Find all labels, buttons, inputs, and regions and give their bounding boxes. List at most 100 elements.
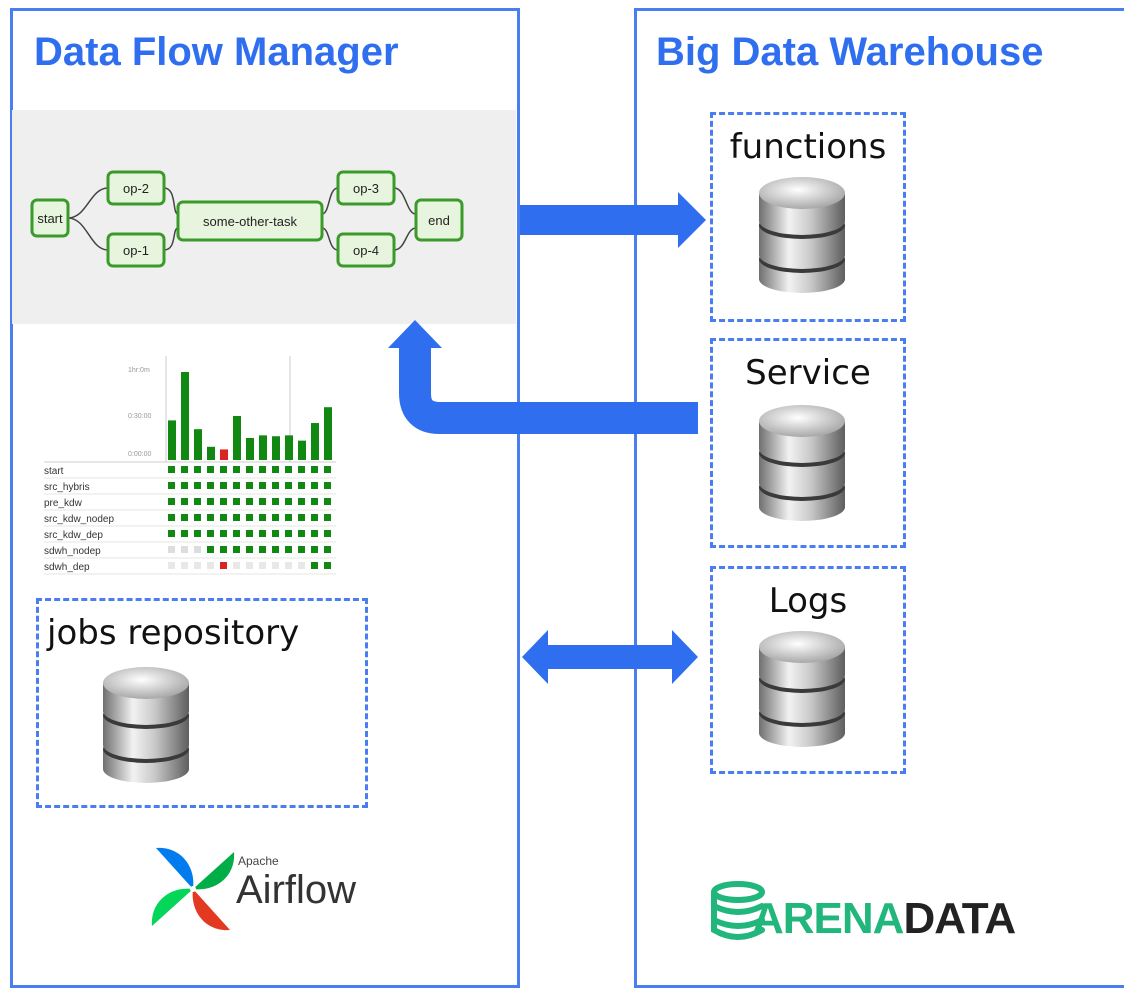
tree-status-square <box>194 498 201 505</box>
tree-status-square <box>259 546 266 553</box>
tree-status-square <box>168 562 175 569</box>
tree-status-square <box>220 530 227 537</box>
tree-status-square <box>168 530 175 537</box>
tree-status-square <box>298 482 305 489</box>
tree-status-square <box>168 466 175 473</box>
tree-status-square <box>311 466 318 473</box>
tree-status-square <box>272 514 279 521</box>
tree-duration-bar <box>259 435 267 460</box>
tree-status-square <box>285 546 292 553</box>
tree-status-square <box>285 562 292 569</box>
tree-status-square <box>207 562 214 569</box>
tree-status-square <box>207 466 214 473</box>
tree-status-square <box>220 498 227 505</box>
tree-duration-bar <box>207 446 215 460</box>
tree-status-square <box>194 466 201 473</box>
tree-status-square <box>246 514 253 521</box>
airflow-logo-small: Apache <box>238 854 279 868</box>
tree-status-square <box>246 482 253 489</box>
tree-status-square <box>207 514 214 521</box>
tree-status-square <box>207 482 214 489</box>
tree-status-square <box>272 530 279 537</box>
tree-status-square <box>311 514 318 521</box>
tree-duration-bar <box>194 429 202 460</box>
tree-status-square <box>233 498 240 505</box>
tree-task-label: start <box>44 466 64 477</box>
dag-graph: start op-2 op-1 some-other-task op-3 op-… <box>12 110 516 324</box>
tree-status-square <box>168 482 175 489</box>
tree-status-square <box>298 530 305 537</box>
tree-status-square <box>246 562 253 569</box>
tree-status-square <box>233 466 240 473</box>
tree-status-square <box>246 498 253 505</box>
airflow-pinwheel-icon <box>151 847 235 931</box>
functions-label: functions <box>729 127 887 167</box>
tree-status-square <box>194 482 201 489</box>
tree-duration-bar <box>246 438 254 460</box>
tree-duration-bar <box>311 423 319 460</box>
tree-status-square <box>285 530 292 537</box>
tree-status-square <box>285 482 292 489</box>
tree-status-square <box>246 530 253 537</box>
tree-status-square <box>181 498 188 505</box>
arenadata-logo-part1: ARENA <box>752 894 904 943</box>
tree-task-label: src_hybris <box>44 482 90 493</box>
arenadata-logo-part2: DATA <box>903 894 1016 943</box>
airflow-logo-big: Airflow <box>236 868 357 912</box>
tree-task-label: pre_kdw <box>44 498 83 509</box>
tree-status-square <box>324 466 331 473</box>
tree-status-square <box>233 562 240 569</box>
panel-title-big-data-warehouse: Big Data Warehouse <box>656 30 1044 74</box>
tree-status-square <box>311 546 318 553</box>
tree-duration-bar <box>220 449 228 460</box>
tree-duration-bar <box>181 372 189 460</box>
tree-status-square <box>285 498 292 505</box>
tree-status-square <box>324 530 331 537</box>
tree-status-square <box>298 498 305 505</box>
tree-duration-bar <box>272 436 280 460</box>
tree-status-square <box>194 530 201 537</box>
tree-status-square <box>272 466 279 473</box>
tree-status-square <box>259 514 266 521</box>
svg-text:0:30:00: 0:30:00 <box>128 413 151 420</box>
tree-status-square <box>233 482 240 489</box>
tree-status-square <box>220 546 227 553</box>
functions-box: functions <box>710 112 906 322</box>
tree-status-square <box>194 514 201 521</box>
tree-status-square <box>181 530 188 537</box>
tree-task-label: sdwh_dep <box>44 562 90 573</box>
functions-database-icon <box>755 173 849 302</box>
tree-status-square <box>259 482 266 489</box>
tree-status-square <box>168 498 175 505</box>
tree-duration-bar <box>298 440 306 460</box>
dag-node-op-2: op-2 <box>123 181 149 196</box>
tree-status-square <box>220 514 227 521</box>
logs-label: Logs <box>768 581 848 621</box>
tree-status-square <box>181 546 188 553</box>
tree-status-square <box>246 466 253 473</box>
arenadata-logo: ARENADATA <box>704 880 1104 950</box>
tree-duration-bar <box>324 407 332 460</box>
logs-box: Logs <box>710 566 906 774</box>
tree-view-svg: 1hr:0m 0:30:00 0:00:00 startsrc_hybrispr… <box>44 356 336 575</box>
tree-status-square <box>298 514 305 521</box>
tree-status-square <box>181 466 188 473</box>
airflow-logo: Apache Airflow <box>150 846 370 936</box>
tree-status-square <box>311 498 318 505</box>
tree-status-square <box>207 498 214 505</box>
tree-task-label: src_kdw_dep <box>44 530 103 541</box>
tree-status-square <box>220 466 227 473</box>
tree-status-square <box>168 546 175 553</box>
svg-text:1hr:0m: 1hr:0m <box>128 367 150 374</box>
jobs-repository-database-icon <box>99 663 193 792</box>
tree-status-square <box>272 498 279 505</box>
tree-status-square <box>324 562 331 569</box>
dag-node-end: end <box>428 213 450 228</box>
tree-status-square <box>246 546 253 553</box>
tree-status-square <box>298 562 305 569</box>
dag-node-op-1: op-1 <box>123 243 149 258</box>
tree-duration-bar <box>233 416 241 460</box>
tree-status-square <box>311 562 318 569</box>
tree-status-square <box>259 498 266 505</box>
